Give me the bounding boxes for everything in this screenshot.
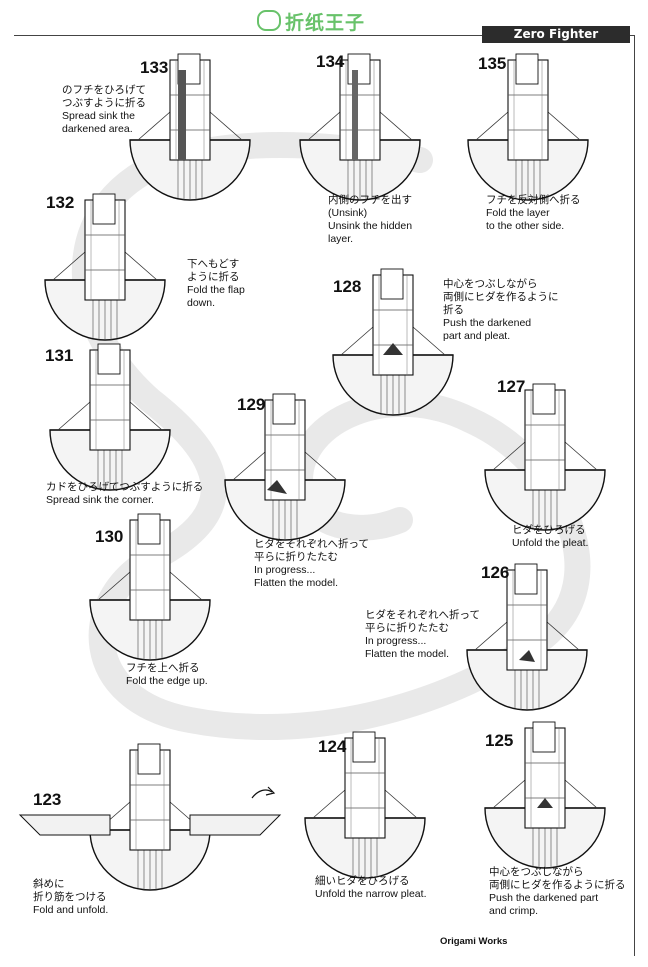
step-number: 128: [333, 277, 362, 296]
page-frame: [14, 35, 635, 956]
step-number: 131: [45, 346, 74, 365]
step-number: 125: [485, 731, 514, 750]
watermark: 折纸王子: [257, 8, 365, 35]
step-number: 134: [316, 52, 345, 71]
step-number: 126: [481, 563, 510, 582]
step-number: 124: [318, 737, 347, 756]
step-number: 132: [46, 193, 75, 212]
step-number: 133: [140, 58, 169, 77]
step-number: 135: [478, 54, 507, 73]
page-header: Zero Fighter: [482, 26, 630, 43]
page-footer: Origami Works: [440, 936, 508, 947]
step-number: 130: [95, 527, 124, 546]
step-number: 129: [237, 395, 266, 414]
step-number: 123: [33, 790, 62, 809]
chat-logo-icon: [257, 10, 281, 31]
step-number: 127: [497, 377, 526, 396]
